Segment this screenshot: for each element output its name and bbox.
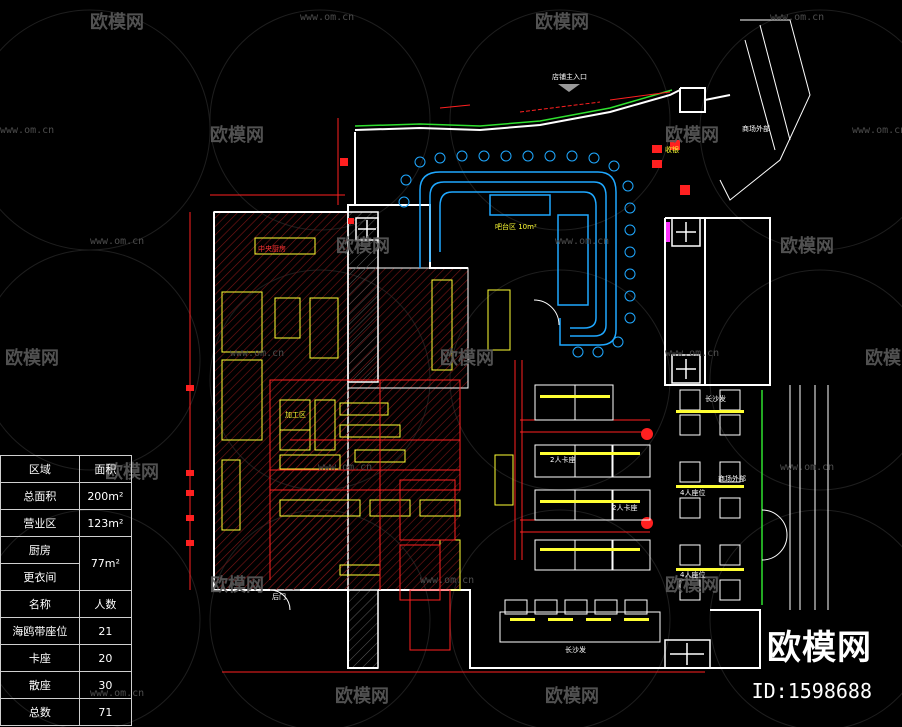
watermark-url: www.om.cn [230,348,285,359]
table-cell: 区域 [0,455,80,483]
kitchen-fixtures [221,237,514,591]
dining-tables-right [679,389,741,601]
label-back-door: 后门 [272,593,286,601]
table-cell: 20 [78,644,133,672]
doors [269,299,788,611]
bar-stools [398,150,636,358]
watermark-url: www.om.cn [318,462,373,473]
dimension-lines [189,118,705,673]
table-cell: 30 [78,671,133,699]
sofa-row [499,599,661,643]
dining-table-tops [676,410,744,571]
table-cell: 面积 [78,455,133,483]
label-cashier: 收银 [665,146,679,154]
watermark-logo: 欧模网 [780,236,834,257]
watermark-logo: 欧模网 [336,236,390,257]
watermark-logo: 欧模网 [90,12,144,33]
watermark-logo: 欧模网 [440,348,494,369]
watermark-url: www.om.cn [665,348,720,359]
watermark-logo: 欧模网 [335,686,389,707]
column-markers [355,217,711,669]
table-cell: 海鸥带座位 [0,617,80,645]
table-cell: 21 [78,617,133,645]
table-cell: 厨房 [0,536,80,564]
watermark-url: www.om.cn [90,236,145,247]
watermark-logo: 欧模网 [210,575,264,596]
label-dining: 2人卡座 [550,456,576,464]
table-cell: 卡座 [0,644,80,672]
watermark-logo: 欧模网 [210,125,264,146]
label-dining: 4人座位 [680,571,706,579]
conveyor-belt [419,171,617,346]
table-cell: 总数 [0,698,80,726]
table-cell: 总面积 [0,482,80,510]
table-cell: 更衣间 [0,563,80,591]
watermark-url: www.om.cn [0,125,55,136]
mall-exterior [719,19,829,610]
watermark-url: www.om.cn [852,125,902,136]
booth-seats [534,384,651,571]
dimension-ticks [186,140,690,546]
table-row: 名称人数 [0,590,133,618]
label-main-entrance: 店铺主入口 [552,73,587,81]
table-cell: 123m² [78,509,133,537]
watermark-url: www.om.cn [300,12,355,23]
table-row: 区域面积 [0,455,133,483]
label-mall-outside: 商场外部 [742,125,770,133]
brand-id: ID:1598688 [751,679,872,703]
watermark-url: www.om.cn [770,12,825,23]
watermark-url: www.om.cn [420,575,475,586]
label-dining: 2人卡座 [612,504,638,512]
table-cell: 人数 [78,590,133,618]
table-cell: 营业区 [0,509,80,537]
green-glazing [354,89,763,605]
label-sofa: 长沙发 [705,395,726,403]
table-cell: 77m² [78,536,133,591]
label-mall-outside: 商场外部 [718,475,746,483]
table-cell: 名称 [0,590,80,618]
watermark-logo: 欧模网 [5,348,59,369]
magenta-marker [666,222,670,242]
table-row: 更衣间 [0,563,132,591]
label-sofa: 长沙发 [565,646,586,654]
label-dining: 4人座位 [680,489,706,497]
label-kitchen-prep: 加工区 [285,411,306,419]
service-block-south [347,589,379,669]
sofa-tables [510,618,649,621]
watermark-logo: 欧模网 [535,12,589,33]
booth-tables [540,395,640,551]
brand-logo: 欧模网 [767,628,872,668]
table-cell: 71 [78,698,133,726]
label-kitchen: 中央厨房 [258,245,286,253]
watermark-url: www.om.cn [555,236,610,247]
table-cell: 散座 [0,671,80,699]
watermark-logo: 欧模网 [545,686,599,707]
label-bar-area: 吧台区 10m² [495,223,537,231]
watermark-logo: 欧模网 [865,348,902,369]
watermark-url: www.om.cn [780,462,835,473]
table-cell: 200m² [78,482,133,510]
watermark-logo: 欧模网 [665,125,719,146]
entrance-arrow [439,84,671,113]
walls [213,87,771,669]
watermark-logo: 欧模网 [665,575,719,596]
